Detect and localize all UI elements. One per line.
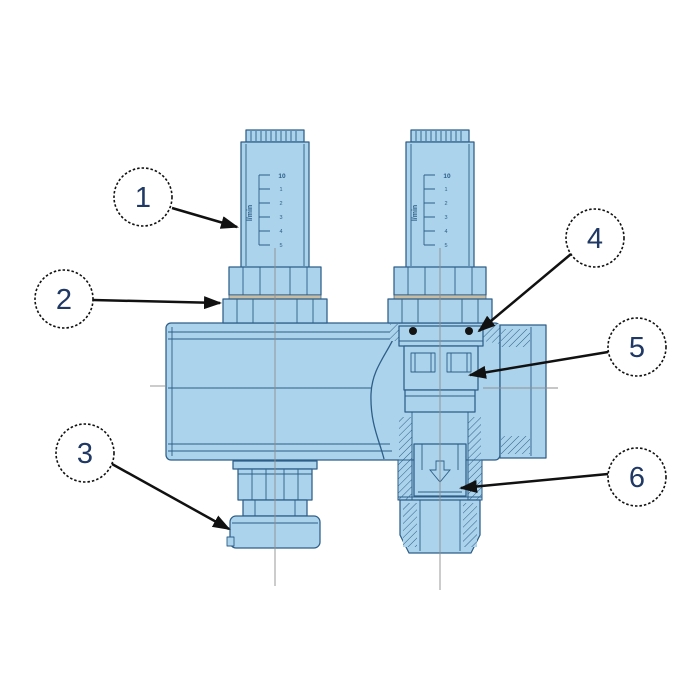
outlet-end-cap [499,324,547,459]
callout-3: 3 [55,423,231,531]
callout-6-arrow [459,472,609,493]
callout-2-circle [34,269,94,329]
scale-label: 1 [279,187,282,193]
valve-window-left [410,352,436,373]
callout-3-circle [55,423,115,483]
centerlines [150,248,558,590]
scale-label: 2 [279,201,282,207]
end-cap-thread-hatch-bottom [501,436,530,454]
callout-5-circle [607,317,667,377]
callout-5: 5 [468,317,667,379]
scale-label: 1 [444,187,447,193]
down-arrow-icon [429,460,451,483]
connector-cap-tab [226,536,235,547]
port-wall-left [397,459,413,501]
end-cap-thread-hatch-top [501,329,530,347]
end-cap-body [499,324,547,459]
valve-cartridge-section [398,325,484,460]
callout-6-circle [607,447,667,507]
meter-tube [405,141,475,269]
section-break-line [370,323,401,460]
valve-window-right-lips [450,353,468,372]
body-wall-lines [168,331,398,452]
scale-ticks [258,174,270,246]
connector-hex-facets [238,469,312,500]
knurl-teeth [415,131,462,141]
outlet-nut-bore-lines [419,500,461,551]
callout-4-arrow [477,253,572,333]
union-adapter-facets [236,299,314,323]
section-hatch-top-left [390,324,401,341]
callout-6: 6 [459,447,667,507]
section-hatch-bottom-right [468,417,481,460]
meter-scale: 10 1 2 3 4 5 l/min [247,173,286,249]
scale-unit-label: l/min [412,205,419,221]
outlet-nut-hatch-right [463,503,477,547]
scale-label: 10 [443,173,451,180]
callout-3-number: 3 [77,438,93,470]
callout-4-number: 4 [587,223,603,255]
union-adapter-facets [401,299,479,323]
bottom-connector-left [226,460,321,549]
valve-bore-walls [411,412,469,460]
scale-label: 3 [444,215,447,221]
scale-label: 10 [278,173,286,180]
callout-1-number: 1 [135,182,151,214]
callout-6-number: 6 [629,462,645,494]
scale-label: 2 [444,201,447,207]
callout-2-arrow [92,296,222,310]
scale-label: 5 [279,243,282,249]
valve-window-right [446,352,472,373]
scale-label: 3 [279,215,282,221]
callout-3-arrow [111,462,231,531]
callout-5-arrow [468,350,609,379]
callout-1: 1 [113,167,239,229]
callout-4-circle [565,208,625,268]
connector-step-lines [254,500,296,516]
o-ring-right [465,327,473,335]
knurl-teeth [250,131,297,141]
callout-2-number: 2 [56,284,72,316]
o-ring-left [409,327,417,335]
meter-tube-edges [410,144,470,266]
knurled-cap [410,129,470,143]
knurled-cap [245,129,305,143]
callout-5-number: 5 [629,332,645,364]
port-wall-right [467,459,483,501]
meter-scale: 10 1 2 3 4 5 l/min [412,173,451,249]
callout-1-circle [113,167,173,227]
union-nut-facets [242,267,308,295]
scale-label: 4 [444,229,447,235]
callout-4: 4 [477,208,625,333]
callout-2: 2 [34,269,222,329]
valve-window-left-lips [414,353,432,372]
scale-label: 5 [444,243,447,249]
callout-1-arrow [171,206,239,229]
scale-label: 4 [279,229,282,235]
meter-tube-edges [245,144,305,266]
scale-unit-label: l/min [247,205,254,221]
outlet-nut-hatch-left [403,503,417,547]
meter-tube [240,141,310,269]
scale-ticks [423,174,435,246]
section-hatch-bottom-left [399,417,412,460]
union-nut-facets [407,267,473,295]
manifold-body [165,322,547,461]
